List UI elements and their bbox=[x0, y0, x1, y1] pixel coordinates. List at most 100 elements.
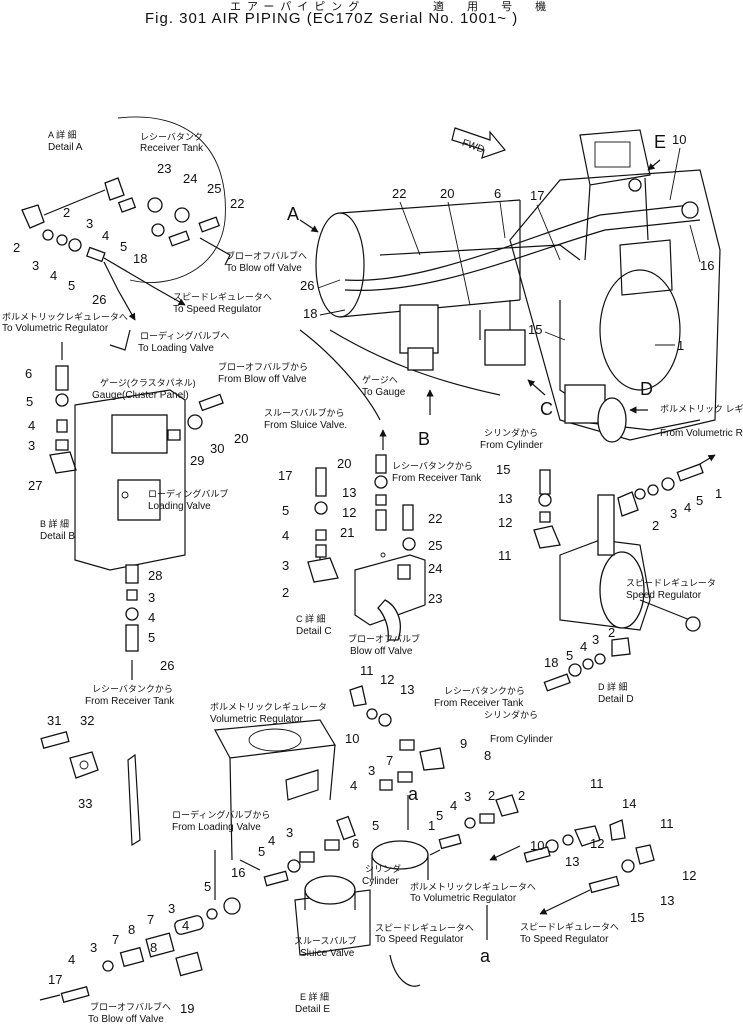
callout: 6 bbox=[352, 836, 359, 851]
view-letter-a: A bbox=[287, 204, 299, 224]
callout: 32 bbox=[80, 713, 94, 728]
callout: 29 bbox=[190, 453, 204, 468]
callout: 28 bbox=[148, 568, 162, 583]
callout: 7 bbox=[386, 753, 393, 768]
receiver-tank-a-jp: レシーバタンク bbox=[140, 132, 203, 142]
callout: 4 bbox=[580, 639, 587, 654]
callout: 12 bbox=[682, 868, 696, 883]
detail-d-title: Detail D bbox=[598, 694, 634, 705]
to-loading-a-jp: ローディングバルブへ bbox=[140, 330, 229, 341]
callout: 13 bbox=[498, 491, 512, 506]
from-cylinder-d2: From Cylinder bbox=[490, 734, 553, 745]
callout: 15 bbox=[630, 910, 644, 925]
detail-a: A 詳 細 Detail A レシーバタンク Receiver Tank 23 … bbox=[2, 116, 307, 354]
to-vol-reg-e-jp: ボルメトリックレギュレータへ bbox=[410, 882, 536, 892]
callout: 11 bbox=[590, 776, 604, 791]
view-letter-e: E bbox=[654, 132, 666, 152]
view-c-arrow-icon bbox=[527, 379, 546, 396]
sluice-valve-e-jp: スルースバルブ bbox=[294, 935, 357, 946]
callout: 3 bbox=[86, 216, 93, 231]
vol-reg-e: Volumetric Regulator bbox=[210, 714, 303, 725]
view-e-arrow-icon bbox=[647, 159, 661, 171]
to-gauge-c: To Gauge bbox=[362, 387, 406, 398]
callout: 8 bbox=[128, 922, 135, 937]
callout: 4 bbox=[50, 268, 57, 283]
header-kana-right: 適 用 号 機 bbox=[433, 1, 557, 13]
callout: 3 bbox=[28, 438, 35, 453]
detail-c: 17 5 4 3 2 20 13 12 21 22 25 24 23 ゲージへ … bbox=[264, 374, 482, 657]
callout: 4 bbox=[350, 778, 357, 793]
from-loading-e: From Loading Valve bbox=[172, 822, 261, 833]
callout: 4 bbox=[268, 833, 275, 848]
from-sluice-c-jp: スルースバルブから bbox=[264, 407, 345, 418]
callout: 26 bbox=[300, 278, 314, 293]
callout: 24 bbox=[183, 171, 197, 186]
callout: 15 bbox=[528, 322, 542, 337]
callout: 15 bbox=[496, 462, 510, 477]
to-loading-a: To Loading Valve bbox=[138, 343, 214, 354]
cylinder-e-jp: シリンダ bbox=[365, 863, 401, 874]
callout: 5 bbox=[258, 844, 265, 859]
callout: 12 bbox=[380, 672, 394, 687]
from-receiver-c-jp: レシーバタンクから bbox=[392, 461, 473, 471]
loose-parts: 31 32 33 bbox=[40, 713, 141, 847]
callout: 17 bbox=[278, 468, 292, 483]
callout: 33 bbox=[78, 796, 92, 811]
detail-b-title: Detail B bbox=[40, 531, 75, 542]
from-receiver-d-jp: レシーバタンクから bbox=[444, 686, 525, 696]
callout: 12 bbox=[590, 836, 604, 851]
callout: 8 bbox=[150, 940, 157, 955]
main-callouts: 22 20 6 17 10 16 26 18 15 1 bbox=[300, 132, 714, 353]
callout: 1 bbox=[715, 486, 722, 501]
callout: 18 bbox=[303, 306, 317, 321]
callout: 4 bbox=[102, 228, 109, 243]
callout: 22 bbox=[428, 511, 442, 526]
callout: 2 bbox=[63, 205, 70, 220]
callout: 17 bbox=[48, 972, 62, 987]
callout: 26 bbox=[160, 658, 174, 673]
callout: 25 bbox=[428, 538, 442, 553]
callout: 4 bbox=[68, 952, 75, 967]
callout: 18 bbox=[133, 251, 147, 266]
callout: 3 bbox=[282, 558, 289, 573]
view-letter-b: B bbox=[418, 429, 430, 449]
from-blow-off-b-jp: ブローオフバルブから bbox=[218, 361, 308, 372]
sluice-valve-e: Sluice Valve bbox=[300, 948, 355, 959]
to-vol-reg-e: To Volumetric Regulator bbox=[410, 893, 517, 904]
callout: 31 bbox=[47, 713, 61, 728]
callout: 5 bbox=[566, 648, 573, 663]
view-letter-d: D bbox=[640, 379, 653, 399]
callout: 24 bbox=[428, 561, 442, 576]
callout: 3 bbox=[592, 632, 599, 647]
to-speed-reg-e: To Speed Regulator bbox=[375, 934, 464, 945]
gauge-b-jp: ゲージ(クラスタパネル) bbox=[100, 377, 196, 388]
from-loading-e-jp: ローディングバルブから bbox=[172, 809, 270, 820]
to-vol-reg-a-jp: ボルメトリックレギュレータへ bbox=[2, 312, 128, 322]
view-letter-a-top: a bbox=[408, 784, 419, 804]
callout: 22 bbox=[392, 186, 406, 201]
from-vol-reg-d-jp: ボルメトリック レギュレータから bbox=[660, 404, 743, 414]
callout: 5 bbox=[204, 879, 211, 894]
gauge-b: Gauge(Cluster Panel) bbox=[92, 390, 189, 401]
callout: 6 bbox=[25, 366, 32, 381]
to-vol-reg-a: To Volumetric Regulator bbox=[2, 323, 109, 334]
figure-title: Fig. 301 AIR PIPING (EC170Z Serial No. 1… bbox=[145, 10, 519, 27]
from-vol-reg-d: From Volumetric Regulator bbox=[660, 428, 743, 439]
callout: 3 bbox=[286, 825, 293, 840]
to-blow-off-e-jp: ブローオフバルブへ bbox=[90, 1001, 171, 1012]
callout: 4 bbox=[28, 418, 35, 433]
view-a-arrow-icon bbox=[299, 219, 319, 233]
callout: 11 bbox=[660, 816, 674, 831]
callout: 23 bbox=[157, 161, 171, 176]
main-assembly: FWD A B C D E 22 20 6 17 10 16 26 18 15 … bbox=[287, 127, 721, 449]
callout: 18 bbox=[544, 655, 558, 670]
callout: 4 bbox=[684, 500, 691, 515]
callout: 5 bbox=[68, 278, 75, 293]
to-speed-reg-a-jp: スピードレギュレータへ bbox=[173, 292, 272, 302]
to-speed-reg-e2-jp: スピードレギュレータへ bbox=[520, 922, 619, 932]
detail-a-title: Detail A bbox=[48, 142, 83, 153]
callout: 17 bbox=[530, 188, 544, 203]
callout: 7 bbox=[112, 932, 119, 947]
callout: 2 bbox=[282, 585, 289, 600]
callout: 20 bbox=[337, 456, 351, 471]
